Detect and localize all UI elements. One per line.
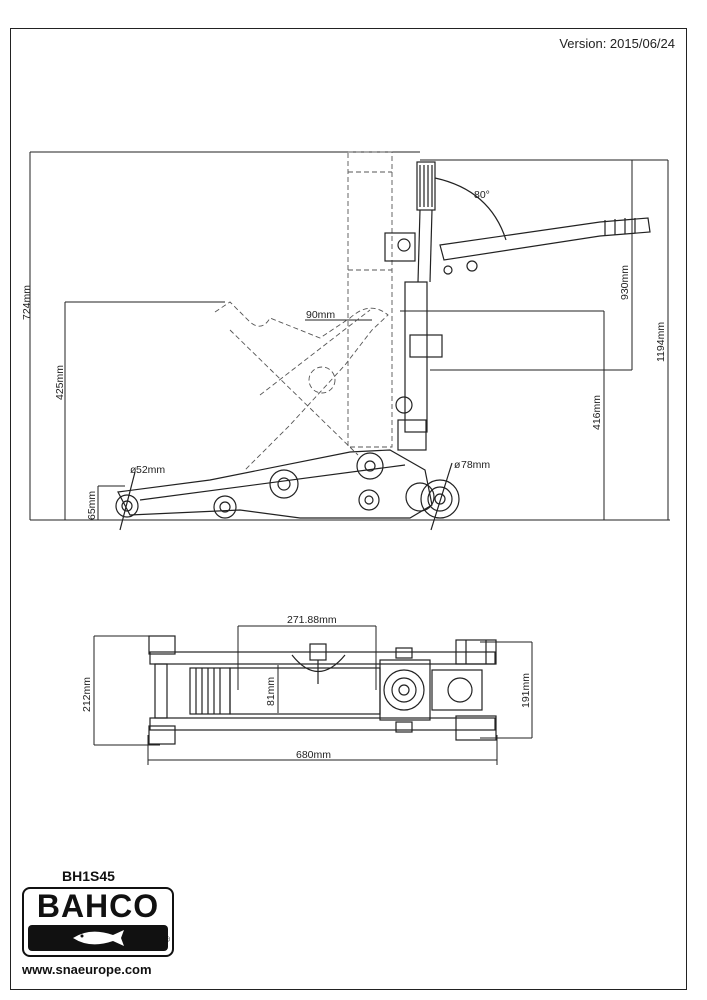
registered-mark: ®	[164, 935, 170, 944]
logo-fish-band	[28, 925, 168, 951]
angle-label: 80°	[474, 189, 490, 201]
dim-271-label: 271.88mm	[287, 614, 337, 626]
diameter-symbol-rear: ø	[454, 459, 461, 471]
dim-90-label: 90mm	[306, 309, 335, 321]
dim-724-label: 724mm	[21, 285, 33, 320]
dim-81-label: 81mm	[265, 677, 277, 706]
dim-52-label: 52mm	[136, 464, 165, 476]
model-number: BH1S45	[62, 868, 115, 884]
dim-680-label: 680mm	[296, 749, 331, 761]
brand-logo: BAHCO ®	[22, 887, 174, 957]
dim-212-label: 212mm	[81, 677, 93, 712]
dim-425-label: 425mm	[54, 365, 66, 400]
dim-416-label: 416mm	[591, 395, 603, 430]
brand-name: BAHCO	[36, 888, 160, 924]
dim-65-label: 65mm	[86, 491, 98, 520]
diameter-symbol-front: ø	[130, 464, 137, 476]
website-link[interactable]: www.snaeurope.com	[22, 962, 152, 977]
drawing-frame	[10, 28, 687, 990]
dim-191-label: 191mm	[520, 673, 532, 708]
dim-78-label: 78mm	[461, 459, 490, 471]
dim-930-label: 930mm	[619, 265, 631, 300]
dim-1194-label: 1194mm	[655, 322, 667, 362]
version-label: Version: 2015/06/24	[559, 36, 675, 51]
fish-icon	[73, 930, 124, 946]
